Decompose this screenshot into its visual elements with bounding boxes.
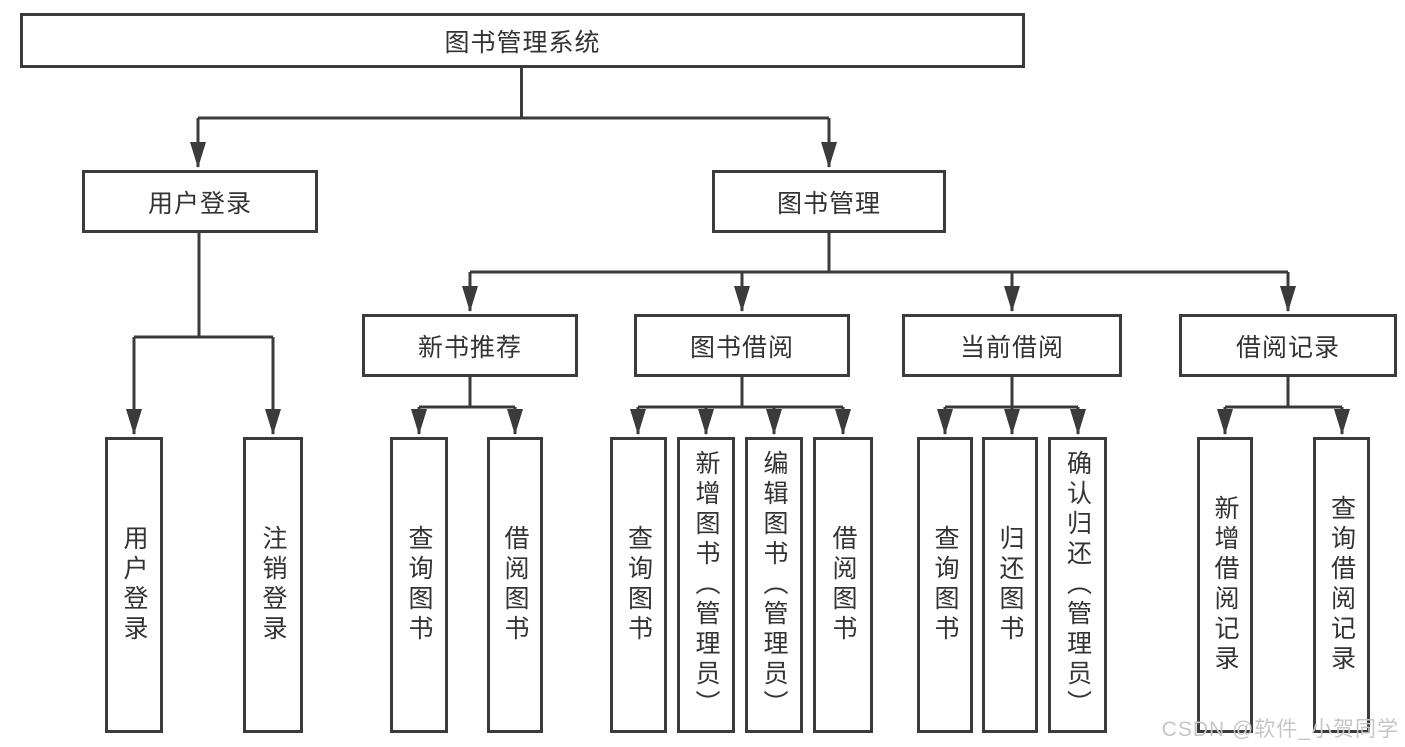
leaf-edit-book-admin-label: 编辑图书（管理员） xyxy=(760,450,788,720)
node-user-login: 用户登录 xyxy=(82,170,318,233)
leaf-borrow-query-books: 查询图书 xyxy=(610,437,667,733)
node-borrow-record-label: 借阅记录 xyxy=(1235,333,1340,362)
root-node-label: 图书管理系统 xyxy=(444,28,601,57)
leaf-query-borrow-record: 查询借阅记录 xyxy=(1313,437,1370,733)
node-book-management-label: 图书管理 xyxy=(776,189,881,218)
leaf-confirm-return-admin: 确认归还（管理员） xyxy=(1048,437,1107,733)
leaf-borrow-query-books-label: 查询图书 xyxy=(624,525,653,645)
node-current-borrow-label: 当前借阅 xyxy=(959,333,1064,362)
leaf-add-borrow-record-label: 新增借阅记录 xyxy=(1211,495,1239,675)
node-new-book-recommend-label: 新书推荐 xyxy=(417,333,522,362)
leaf-add-book-admin-label: 新增图书（管理员） xyxy=(692,450,720,720)
leaf-current-query-books-label: 查询图书 xyxy=(931,525,959,645)
leaf-borrow-books: 借阅图书 xyxy=(813,437,873,733)
leaf-newbook-borrow-books-label: 借阅图书 xyxy=(501,525,529,645)
leaf-logout-label: 注销登录 xyxy=(259,525,287,645)
leaf-return-books-label: 归还图书 xyxy=(996,525,1024,645)
node-book-borrow-label: 图书借阅 xyxy=(689,333,794,362)
watermark-text: CSDN @软件_小贺同学 xyxy=(1161,718,1399,741)
leaf-query-borrow-record-label: 查询借阅记录 xyxy=(1327,495,1356,675)
root-node-library-system: 图书管理系统 xyxy=(20,13,1025,68)
node-book-management: 图书管理 xyxy=(712,170,946,233)
node-current-borrow: 当前借阅 xyxy=(902,314,1122,377)
node-user-login-label: 用户登录 xyxy=(147,189,252,218)
node-borrow-record: 借阅记录 xyxy=(1179,314,1397,377)
leaf-add-book-admin: 新增图书（管理员） xyxy=(677,437,735,733)
node-new-book-recommend: 新书推荐 xyxy=(362,314,578,377)
leaf-newbook-query-books-label: 查询图书 xyxy=(405,525,433,645)
leaf-return-books: 归还图书 xyxy=(982,437,1038,733)
leaf-confirm-return-admin-label: 确认归还（管理员） xyxy=(1063,450,1092,720)
leaf-user-login: 用户登录 xyxy=(105,437,163,733)
leaf-user-login-label: 用户登录 xyxy=(120,525,148,645)
leaf-logout: 注销登录 xyxy=(243,437,303,733)
leaf-newbook-query-books: 查询图书 xyxy=(390,437,448,733)
leaf-edit-book-admin: 编辑图书（管理员） xyxy=(745,437,803,733)
leaf-borrow-books-label: 借阅图书 xyxy=(829,525,857,645)
leaf-current-query-books: 查询图书 xyxy=(917,437,973,733)
node-book-borrow: 图书借阅 xyxy=(634,314,850,377)
leaf-add-borrow-record: 新增借阅记录 xyxy=(1197,437,1253,733)
leaf-newbook-borrow-books: 借阅图书 xyxy=(487,437,543,733)
